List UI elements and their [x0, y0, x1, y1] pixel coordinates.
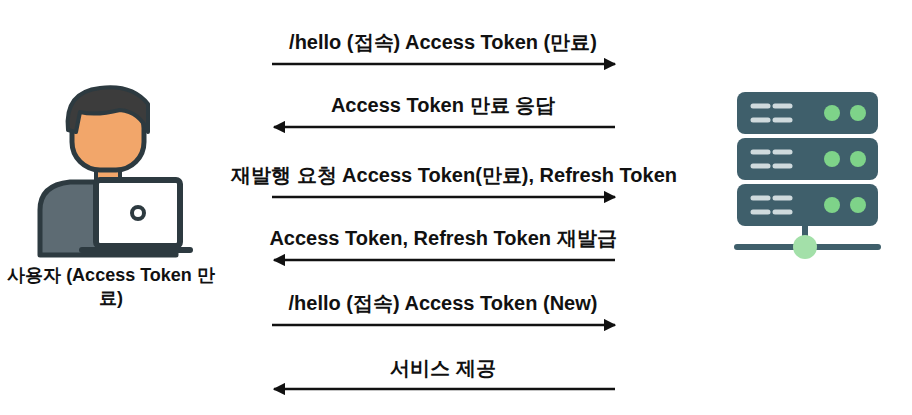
- message-arrows: [272, 64, 615, 389]
- actor-label: 사용자 (Access Token 만료): [4, 264, 218, 309]
- message-label: /hello (접속) Access Token (만료): [289, 31, 597, 53]
- message-label: /hello (접속) Access Token (New): [289, 292, 598, 314]
- message-label: Access Token, Refresh Token 재발급: [269, 227, 616, 249]
- actor-label-box: 사용자 (Access Token 만료): [4, 264, 218, 309]
- message-label: 재발행 요청 Access Token(만료), Refresh Token: [231, 164, 677, 186]
- user-figure: [40, 87, 190, 255]
- server-icon: [737, 92, 878, 259]
- message-label: 서비스 제공: [390, 357, 496, 379]
- message-label: Access Token 만료 응답: [331, 94, 555, 116]
